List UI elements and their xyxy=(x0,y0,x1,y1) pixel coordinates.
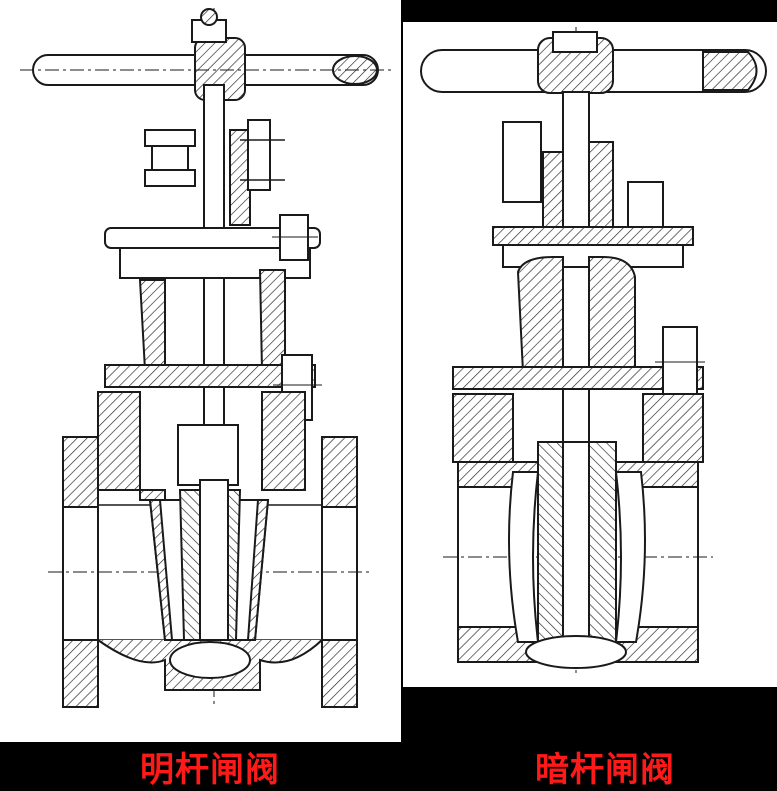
bonnet xyxy=(452,256,705,403)
non-rising-stem-valve-drawing xyxy=(420,27,767,677)
rising-stem-valve-drawing xyxy=(20,8,392,708)
bonnet xyxy=(104,214,322,421)
bonnet-top xyxy=(492,121,694,268)
handwheel xyxy=(420,31,767,94)
valve-stem xyxy=(203,84,225,481)
gate-wedge xyxy=(508,441,646,669)
gate-wedge xyxy=(148,424,270,679)
caption-rising-stem: 明杆闸阀 xyxy=(140,750,280,790)
caption-non-rising-stem: 暗杆闸阀 xyxy=(535,750,675,790)
rising-stem-valve-panel xyxy=(0,0,401,742)
yoke xyxy=(144,119,285,226)
non-rising-stem-valve-panel xyxy=(403,22,777,687)
